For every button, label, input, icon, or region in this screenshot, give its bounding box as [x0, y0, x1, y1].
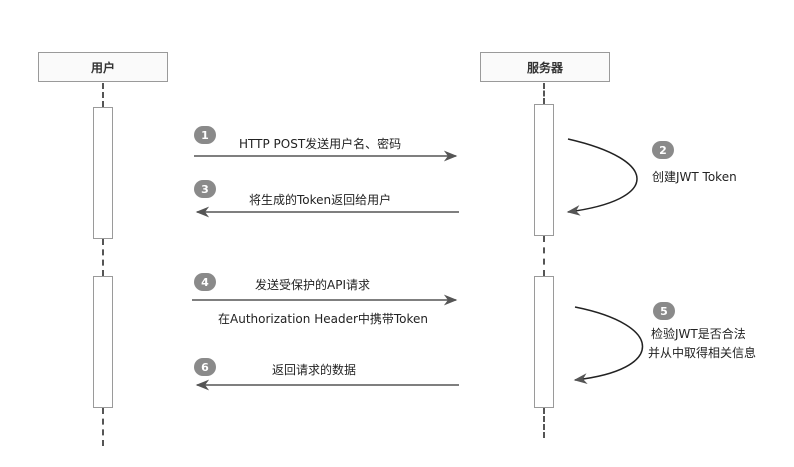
step-6-label: 返回请求的数据: [272, 363, 357, 377]
step-6-badge: 6: [194, 358, 216, 376]
step-1-label: HTTP POST发送用户名、密码: [239, 137, 402, 151]
user-activation-1: [93, 107, 113, 239]
step-5-label: 检验JWT是否合法: [651, 327, 746, 341]
user-lifeline-bottom: [102, 408, 104, 446]
step-5-badge: 5: [653, 302, 675, 320]
server-lifeline-bottom: [543, 408, 545, 438]
step-4-label: 发送受保护的API请求: [255, 278, 370, 292]
step-4-sublabel: 在Authorization Header中携带Token: [218, 312, 429, 326]
actor-user: 用户: [38, 52, 168, 82]
step-1-badge: 1: [194, 126, 216, 144]
server-activation-2: [534, 276, 554, 408]
server-lifeline-top: [543, 83, 545, 104]
arrow-step-2: [566, 138, 638, 216]
step-3-label: 将生成的Token返回给用户: [249, 193, 392, 207]
step-5-sublabel: 并从中取得相关信息: [648, 346, 757, 360]
step-2-label: 创建JWT Token: [652, 170, 737, 184]
step-3-badge: 3: [194, 180, 216, 198]
arrow-step-5: [573, 306, 644, 385]
server-activation-1: [534, 104, 554, 236]
actor-server: 服务器: [480, 52, 610, 82]
user-activation-2: [93, 276, 113, 408]
step-4-badge: 4: [194, 273, 216, 291]
server-lifeline-mid: [543, 236, 545, 276]
step-2-badge: 2: [652, 141, 674, 159]
user-lifeline-mid: [102, 239, 104, 276]
user-lifeline-top: [102, 83, 104, 107]
